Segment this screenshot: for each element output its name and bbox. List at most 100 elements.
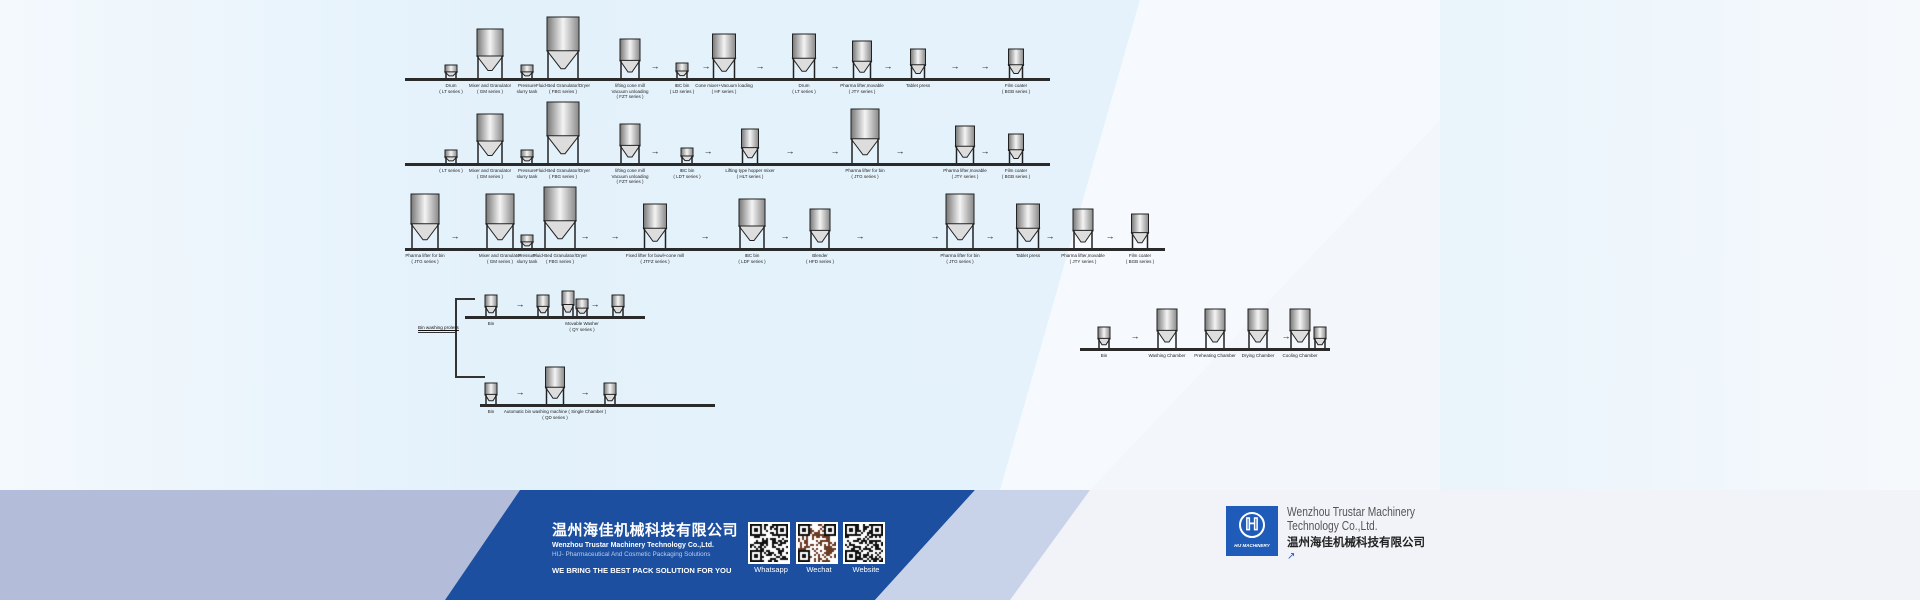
machine-icon (546, 101, 580, 163)
flow-arrow-icon: → (650, 146, 660, 156)
station-label: Automatic bin washing machine ( Single C… (504, 409, 606, 420)
flow-arrow-icon: → (780, 231, 790, 241)
machine-icon (1097, 326, 1111, 348)
station-series: ( HLT series ) (736, 173, 764, 179)
station-label: Tablet press (1015, 253, 1041, 258)
machine-icon (1072, 208, 1094, 248)
station-label: Tablet press (906, 83, 930, 89)
station-series: ( FBG series ) (548, 88, 577, 94)
machine-icon (1130, 213, 1150, 248)
machine-icon (791, 33, 817, 78)
station-label: Tablet press (905, 83, 931, 88)
station-label: ( LT series ) (439, 168, 463, 174)
flow-arrow-icon: → (980, 61, 990, 71)
station-label: Fluid-Bed Granulator/Dryer (535, 83, 591, 88)
station-label: Washing Chamber (1148, 353, 1185, 359)
brand-name-cn: 温州海佳机械科技有限公司 (1287, 537, 1425, 549)
machine-icon (546, 16, 580, 78)
station-label: Movable Washer( QY series ) (565, 321, 599, 332)
station-label: Fluid-Bed Granulator/Dryer( FBG series ) (536, 168, 590, 179)
station-label: Automatic bin washing machine ( Single C… (503, 409, 607, 414)
machine-icon (954, 125, 976, 163)
station-label: lifting cone mill (615, 168, 645, 173)
station-label: Lifting type hopper mixer( HLT series ) (725, 168, 774, 179)
machine-icon (1204, 308, 1226, 348)
station-series: ( LDF series ) (738, 258, 766, 264)
bin-washing-label: Bin washing proless (418, 325, 459, 330)
brand-logo[interactable]: ℍ HIJ MACHINERY (1226, 506, 1278, 556)
station-label: IBC bin (744, 253, 760, 258)
conveyor-baseline (1080, 348, 1330, 351)
station-label: IBC bin (679, 168, 695, 173)
machine-icon (544, 366, 566, 404)
station-series: ( BGB series ) (1001, 88, 1031, 94)
station-label: Cooling Chamber (1282, 353, 1317, 359)
machine-icon (1007, 133, 1025, 163)
station-label: Pressure (517, 83, 537, 88)
station-series2: ( FZT series ) (616, 179, 644, 184)
machine-icon (611, 294, 625, 316)
station-label: IBC bin( LD series ) (670, 83, 695, 94)
qr-website[interactable] (843, 522, 885, 564)
machine-icon (476, 28, 504, 78)
flow-arrow-icon: → (855, 231, 865, 241)
station-label: Pharma lifter for bin (405, 253, 445, 258)
station-label: Drum( LT series ) (792, 83, 816, 94)
machine-icon (1247, 308, 1269, 348)
flow-arrow-icon: → (930, 231, 940, 241)
company-name-cn: 温州海佳机械科技有限公司 (552, 522, 739, 539)
company-tagline: HIJ- Pharmaceutical And Cosmetic Packagi… (552, 551, 711, 558)
flow-arrow-icon: → (785, 146, 795, 156)
flow-arrow-icon: → (830, 146, 840, 156)
station-series: ( BGB series ) (1125, 258, 1155, 264)
machine-icon (520, 64, 534, 78)
footer-company: 温州海佳机械科技有限公司 Wenzhou Trustar Machinery T… (552, 519, 738, 575)
machine-icon (575, 298, 589, 316)
station-label: Mixer and Granulator (478, 253, 522, 258)
machine-icon (738, 198, 766, 248)
machine-icon (444, 64, 458, 78)
qr-label-website: Website (852, 565, 880, 574)
station-label: Mixer and Granulator (468, 83, 512, 88)
flow-arrow-icon: → (700, 231, 710, 241)
flow-arrow-icon: → (610, 231, 620, 241)
qr-code-icon (798, 524, 836, 562)
machine-icon (945, 193, 975, 248)
conveyor-baseline (405, 78, 1050, 81)
conveyor-baseline (405, 248, 1165, 251)
station-label: Pharma lifter,movable( JTY series ) (1061, 253, 1105, 264)
machine-icon (619, 38, 641, 78)
station-series: ( JTG series ) (946, 258, 974, 264)
station-label: Washing Chamber (1148, 353, 1186, 358)
external-link-icon[interactable]: ↗ (1287, 551, 1296, 562)
station-label: Fluid-Bed Granulator/Dryer( FBG series ) (536, 83, 590, 94)
machine-icon (851, 40, 873, 78)
flow-arrow-icon: → (985, 231, 995, 241)
qr-label-whatsapp: Whatsapp (754, 565, 788, 574)
machine-icon (543, 186, 577, 248)
flow-arrow-icon: → (701, 61, 711, 71)
station-series: Vacuum unloading (611, 88, 649, 94)
station-series: ( JTY series ) (848, 88, 876, 94)
station-label: Cone mixer+Vacuum loading (695, 83, 753, 88)
machine-icon (619, 123, 641, 163)
station-label: lifting cone mill (615, 83, 645, 88)
flow-arrow-icon: → (703, 146, 713, 156)
station-series: slurry tank (516, 88, 538, 94)
station-series: ( FBG series ) (548, 173, 577, 179)
station-label: Mixer and Granulator (468, 168, 512, 173)
flow-arrow-icon: → (580, 387, 590, 397)
qr-wechat[interactable] (796, 522, 838, 564)
station-series: ( JTG series ) (851, 173, 879, 179)
slogan: WE BRING THE BEST PACK SOLUTION FOR YOU (552, 566, 732, 575)
qr-code-icon (750, 524, 788, 562)
machine-icon (484, 294, 498, 316)
flow-arrow-icon: → (1130, 331, 1140, 341)
station-label: Fluid-Bed Granulator/Dryer( FBG series ) (533, 253, 587, 264)
qr-whatsapp[interactable] (748, 522, 790, 564)
flow-arrow-icon: → (980, 146, 990, 156)
station-series2: ( FZT series ) (616, 94, 644, 99)
